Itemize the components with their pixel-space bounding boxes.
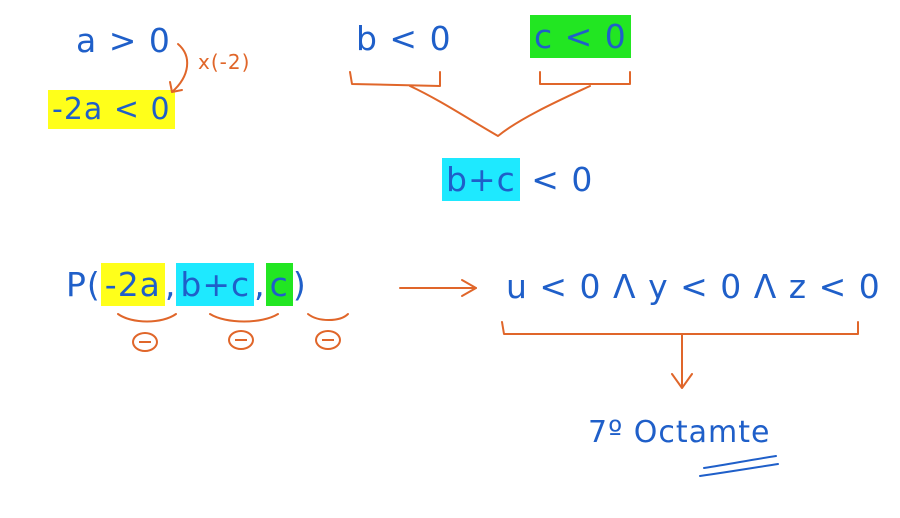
bc-rest: < 0 [519,160,594,199]
inequality-b-negative: b < 0 [356,19,452,58]
point-coord-z: c [265,263,293,306]
inequality-c-negative: c < 0 [530,15,631,58]
point-sep-1: , [164,265,177,304]
point-sep-2: , [254,265,266,304]
curved-arrow-icon [171,43,188,93]
underline-arc [209,313,279,323]
coordinate-conditions: u < 0 Λ y < 0 Λ z < 0 [506,267,881,306]
inequality-neg2a: -2a < 0 [48,90,175,129]
point-coord-x: -2a [100,263,165,306]
merge-lines [409,85,591,137]
result-underline [703,455,777,469]
minus-sign-icon [132,332,158,352]
multiplier-note: x(-2) [198,50,251,74]
highlight-bc: b+c [442,158,520,201]
point-suffix: ) [292,265,307,304]
underline-arc [117,313,177,323]
brace-c [539,71,631,85]
octant-result: 7º Octamte [588,415,771,450]
highlight-c: c < 0 [530,15,631,58]
underline-arc [307,313,349,321]
brace-conditions [501,321,859,335]
highlight-neg2a: -2a < 0 [48,90,175,129]
inequality-bc-negative: b+c < 0 [442,158,594,201]
point-coord-y: b+c [176,263,255,306]
point-expression: P(-2a,b+c,c) [66,263,307,306]
minus-sign-icon [315,330,341,350]
minus-sign-icon [228,330,254,350]
point-prefix: P( [66,265,101,304]
brace-b [349,71,441,87]
inequality-a-positive: a > 0 [76,21,171,60]
